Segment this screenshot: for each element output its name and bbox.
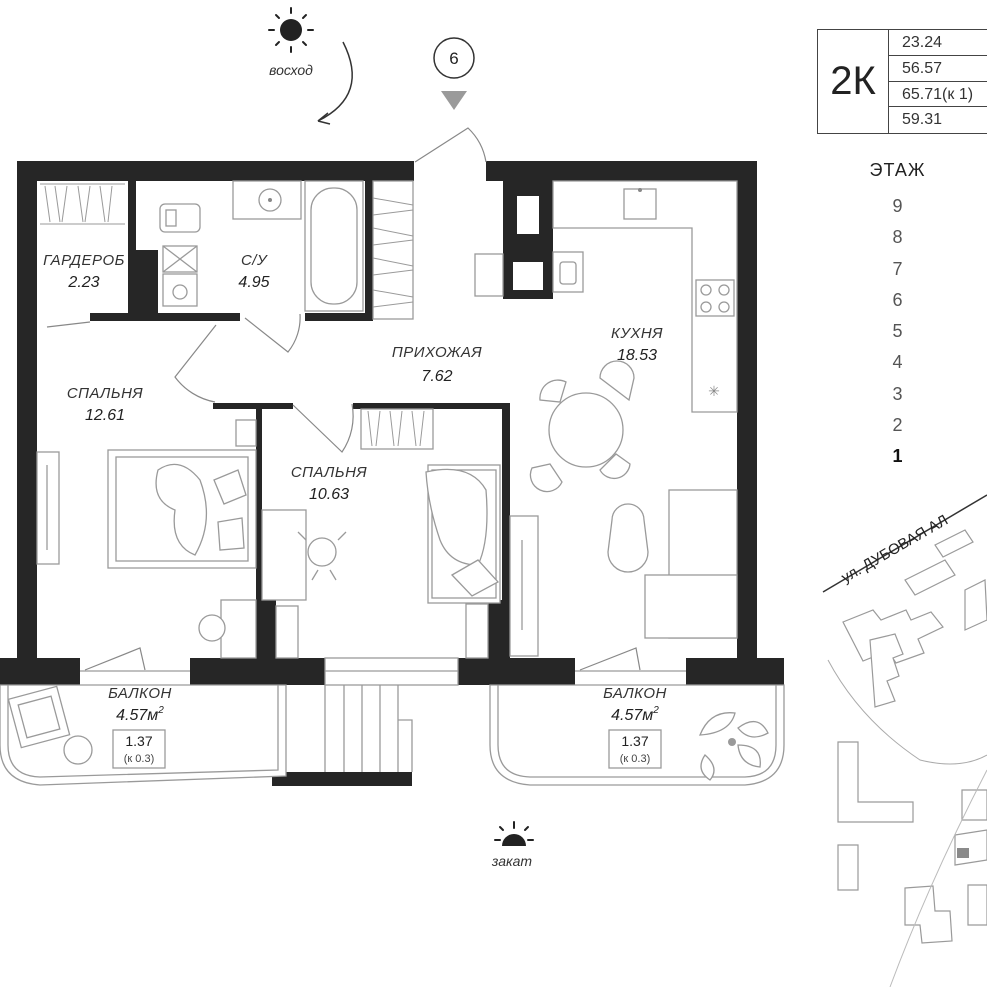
bedroom-2: СПАЛЬНЯ 10.63	[261, 408, 501, 659]
floor-5[interactable]: 5	[892, 321, 903, 342]
sunrise-icon	[268, 7, 314, 53]
balcony-left-area: 4.57м2	[116, 705, 164, 724]
floor-8[interactable]: 8	[892, 227, 903, 248]
kitchen-label: КУХНЯ	[611, 325, 663, 342]
entrance-number: 6	[449, 49, 458, 68]
entrance-door	[414, 127, 487, 163]
bedroom2-label: СПАЛЬНЯ	[291, 464, 368, 481]
site-map: ул. ДУБОВАЯ АЛ	[822, 494, 987, 987]
current-building-marker	[957, 848, 969, 858]
apartment-type: 2К	[818, 30, 889, 133]
floor-7[interactable]: 7	[892, 258, 903, 279]
courtyard-steps	[324, 685, 413, 772]
bedroom1-door	[174, 324, 217, 403]
kitchen: ✳ КУХНЯ 18.53	[474, 180, 738, 657]
bedroom1-area: 12.61	[85, 407, 125, 424]
apartment-areas: 23.24 56.57 65.71(к 1) 59.31	[889, 30, 987, 133]
entrance-marker	[433, 37, 475, 79]
area-reduced: 59.31	[902, 111, 943, 129]
balcony-left-label: БАЛКОН	[108, 685, 172, 702]
balcony-right-area: 4.57м2	[611, 705, 659, 724]
area-total-with-balcony: 65.71(к 1)	[889, 82, 987, 108]
entrance-arrow-icon	[441, 91, 467, 110]
balcony-left: БАЛКОН 4.57м2 1.37 (к 0.3)	[0, 647, 287, 786]
sunset-icon	[494, 821, 534, 846]
floor-1-active[interactable]: 1	[892, 446, 903, 467]
floor-selector-title: ЭТАЖ	[869, 160, 926, 180]
balcony-left-coef-note: (к 0.3)	[124, 753, 155, 765]
balcony-right-coef-note: (к 0.3)	[620, 753, 651, 765]
bathroom: С/У 4.95	[159, 180, 364, 353]
floor-9[interactable]: 9	[892, 196, 903, 216]
bedroom2-area: 10.63	[309, 486, 349, 503]
walls	[0, 161, 784, 786]
balcony-right-coef: 1.37	[621, 733, 648, 749]
balcony-right: БАЛКОН 4.57м2 1.37 (к 0.3)	[489, 647, 785, 786]
bathroom-label: С/У	[241, 252, 268, 269]
hallway-label: ПРИХОЖАЯ	[392, 344, 483, 361]
hallway-area: 7.62	[421, 368, 452, 385]
bedroom2-door	[292, 403, 354, 453]
balcony-left-coef: 1.37	[125, 733, 152, 749]
floor-4[interactable]: 4	[892, 352, 903, 373]
balcony-right-label: БАЛКОН	[603, 685, 667, 702]
hallway-closet	[372, 180, 414, 320]
wardrobe-area: 2.23	[67, 274, 99, 291]
area-living: 23.24	[889, 30, 987, 56]
kitchen-area: 18.53	[617, 347, 657, 364]
wardrobe: ГАРДЕРОБ 2.23	[40, 183, 125, 328]
floor-2[interactable]: 2	[892, 415, 903, 436]
sunrise-label: восход	[269, 62, 313, 78]
sun-direction-arrow	[317, 41, 353, 122]
bathroom-area: 4.95	[238, 274, 269, 291]
plant-icon	[699, 712, 769, 781]
bedroom1-label: СПАЛЬНЯ	[67, 385, 144, 402]
floor-3[interactable]: 3	[892, 383, 903, 404]
svg-text:✳: ✳	[708, 383, 720, 399]
sunset-label: закат	[491, 853, 533, 869]
floor-selector: ЭТАЖ 9 8 7 6 5 4 3 2 1	[865, 160, 955, 473]
apartment-info-table: 2К 23.24 56.57 65.71(к 1) 59.31	[817, 29, 987, 134]
floor-6[interactable]: 6	[892, 289, 903, 310]
area-total: 56.57	[889, 56, 987, 82]
wardrobe-label: ГАРДЕРОБ	[43, 252, 125, 269]
bedroom-1: СПАЛЬНЯ 12.61	[36, 385, 257, 659]
